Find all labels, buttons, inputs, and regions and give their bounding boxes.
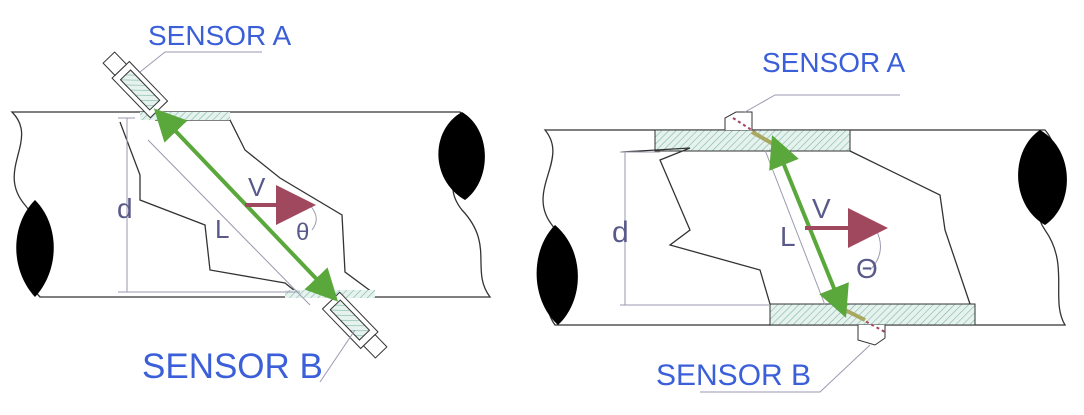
- pipe-break-left: [536, 225, 578, 325]
- left-theta-label: θ: [296, 219, 309, 246]
- right-l-label: L: [780, 221, 796, 252]
- right-d-label: d: [612, 216, 629, 249]
- pipe-break-right: [438, 112, 485, 200]
- left-l-label: L: [215, 214, 229, 244]
- left-d-label: d: [117, 193, 133, 224]
- right-bottom-wall-hatch: [769, 303, 976, 326]
- right-pipe-outline: [536, 129, 1067, 326]
- right-v-label: V: [812, 193, 831, 224]
- left-sensor-a-leader: [139, 51, 262, 73]
- right-d-dimension: [620, 151, 770, 306]
- right-theta-label: Θ: [856, 253, 878, 284]
- pipe-break-left: [16, 200, 54, 297]
- right-sensor-b-leader: [700, 344, 871, 393]
- left-pipe-outline: [10, 111, 492, 298]
- left-sensor-b-body: [321, 291, 388, 359]
- right-sensor-b-label: SENSOR B: [656, 359, 811, 392]
- right-sensor-a-label: SENSOR A: [762, 47, 905, 78]
- right-diagram: SENSOR A SENSOR B V L Θ d: [536, 47, 1067, 393]
- left-sensor-a-body: [102, 51, 169, 119]
- left-diagram: SENSOR A SENSOR B V L θ d: [10, 20, 492, 386]
- pipe-break-right: [1018, 130, 1067, 225]
- right-sensor-a-leader: [744, 94, 900, 113]
- right-inner-profile: [621, 147, 971, 305]
- left-sensor-b-leader: [319, 329, 356, 383]
- right-sensor-b-body: [857, 325, 886, 346]
- left-sensor-a-label: SENSOR A: [148, 20, 291, 51]
- left-angle-arc: [309, 204, 317, 231]
- left-sensor-b-label: SENSOR B: [142, 347, 323, 386]
- left-v-label: V: [248, 172, 266, 202]
